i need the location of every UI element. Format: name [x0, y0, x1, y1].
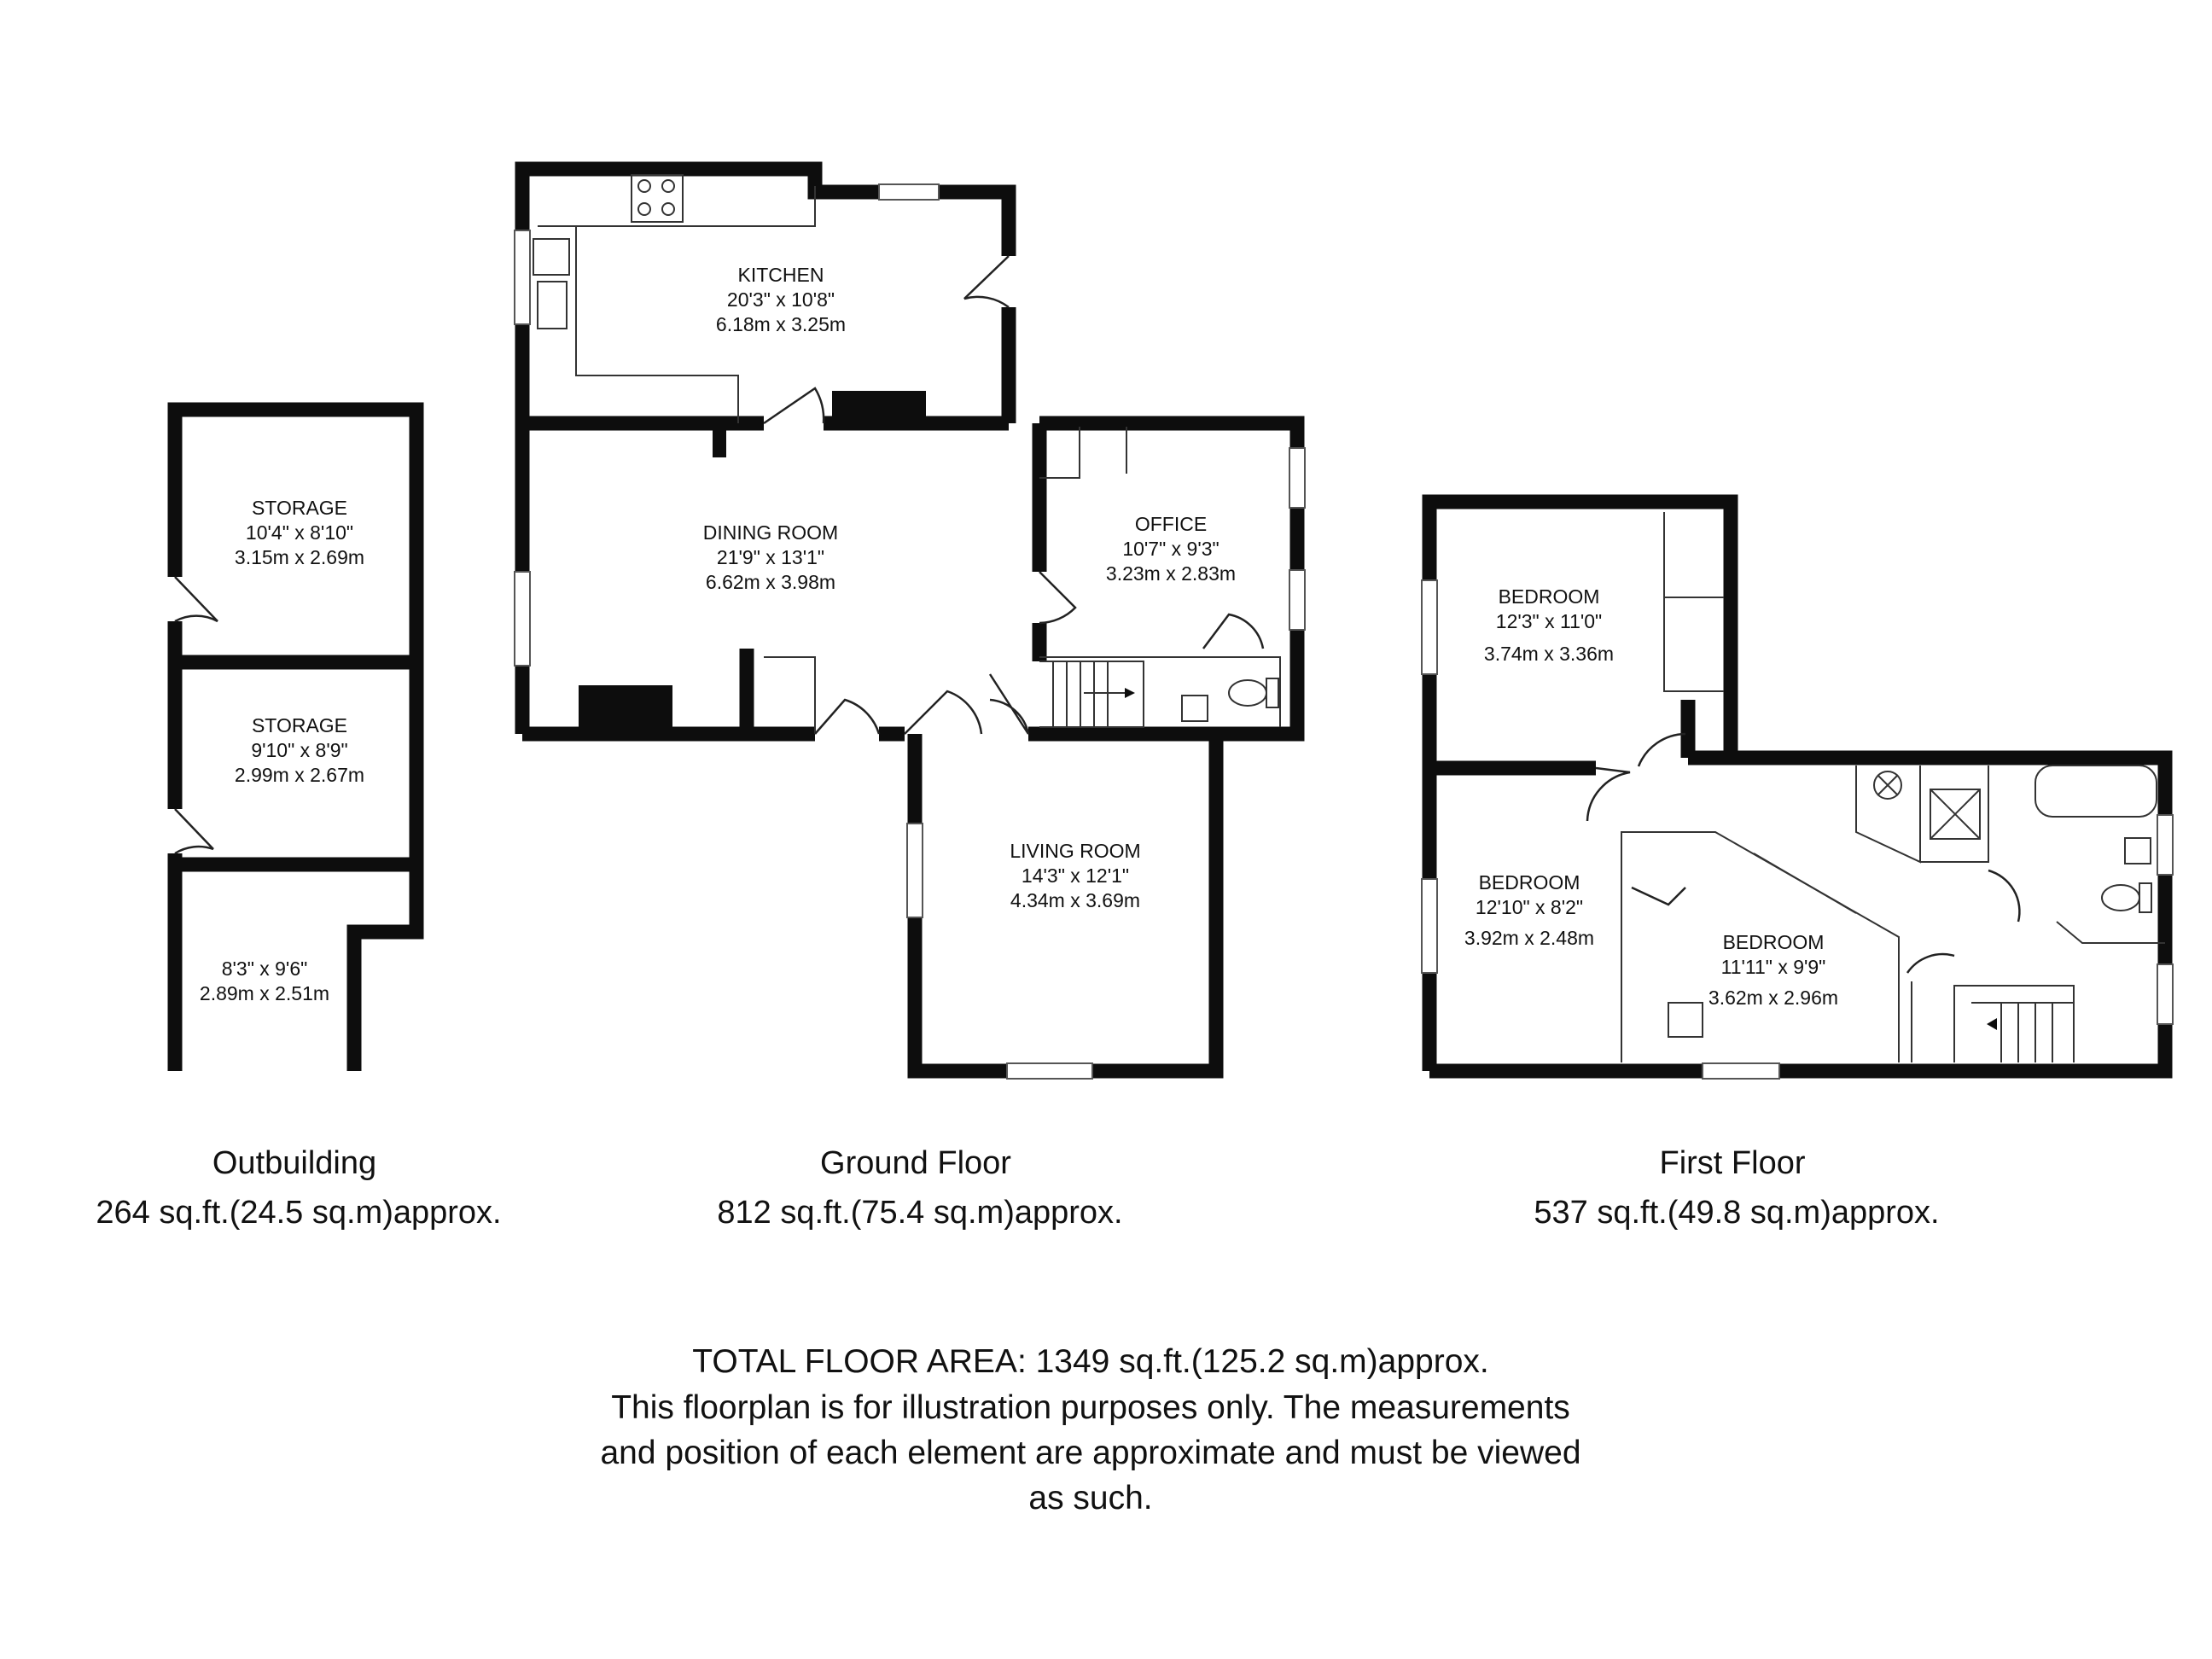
door-icon — [1586, 766, 1631, 822]
dining-room-name: DINING ROOM — [703, 521, 838, 544]
bath-icon — [2034, 765, 2157, 818]
living-room-metric: 4.34m x 3.69m — [1010, 889, 1140, 911]
door-icon — [174, 576, 218, 622]
office-metric: 3.23m x 2.83m — [1106, 562, 1236, 585]
outbuilding-caption: Outbuilding — [212, 1145, 376, 1181]
outbuilding-storage-1-imperial: 10'4" x 8'10" — [246, 521, 353, 544]
bedroom-3-imperial: 11'11" x 9'9" — [1721, 956, 1826, 978]
door-icon — [988, 673, 1030, 735]
door-icon — [904, 690, 983, 735]
window-icon — [878, 183, 940, 201]
office-name: OFFICE — [1135, 513, 1207, 535]
window-icon — [906, 823, 923, 918]
kitchen-imperial: 20'3" x 10'8" — [727, 288, 835, 311]
window-icon — [1421, 878, 1438, 974]
stairs-icon — [1971, 1002, 2074, 1062]
living-room-imperial: 14'3" x 12'1" — [1022, 864, 1129, 887]
door-icon — [814, 698, 881, 735]
kitchen-name: KITCHEN — [738, 264, 824, 286]
window-icon — [1702, 1062, 1780, 1080]
door-icon — [763, 387, 825, 425]
cylinder-icon — [1873, 771, 1902, 800]
window-icon — [514, 571, 531, 667]
stairs-icon — [1039, 661, 1144, 728]
total-floor-area: TOTAL FLOOR AREA: 1349 sq.ft.(125.2 sq.m… — [692, 1343, 1489, 1380]
living-room-name: LIVING ROOM — [1010, 840, 1140, 862]
outbuilding-storage-2-imperial: 9'10" x 8'9" — [251, 739, 347, 761]
fireplace — [579, 685, 672, 734]
door-icon — [174, 808, 214, 850]
outbuilding-storage-2-name: STORAGE — [252, 714, 347, 736]
door-icon — [1039, 571, 1077, 625]
bedroom-2-imperial: 12'10" x 8'2" — [1476, 896, 1583, 918]
window-icon — [1289, 569, 1306, 631]
door-icon — [1631, 886, 1686, 906]
ground-floor-plan — [514, 161, 1306, 1080]
window-icon — [1289, 447, 1306, 509]
bedroom-3-name: BEDROOM — [1723, 931, 1825, 953]
office-imperial: 10'7" x 9'3" — [1122, 538, 1219, 560]
outbuilding-storage-1-name: STORAGE — [252, 497, 347, 519]
outbuilding-room-3-imperial: 8'3" x 9'6" — [222, 958, 308, 980]
first-floor-caption: First Floor — [1660, 1145, 1806, 1181]
hob-icon — [631, 174, 684, 223]
door-icon — [1637, 732, 1686, 767]
outbuilding-room-3-metric: 2.89m x 2.51m — [200, 982, 329, 1004]
toilet-icon — [2101, 882, 2152, 913]
bedroom-1-imperial: 12'3" x 11'0" — [1496, 610, 1602, 632]
disclaimer-line-3: as such. — [1028, 1480, 1152, 1516]
disclaimer-line-2: and position of each element are approxi… — [600, 1435, 1580, 1471]
basin-icon — [2124, 837, 2151, 864]
door-icon — [1906, 952, 1955, 974]
ground-floor-caption: Ground Floor — [820, 1145, 1011, 1181]
ground-floor-area: 812 sq.ft.(75.4 sq.m)approx. — [717, 1195, 1122, 1231]
bedroom-2-name: BEDROOM — [1479, 871, 1580, 894]
outbuilding-storage-1-metric: 3.15m x 2.69m — [235, 546, 364, 568]
bedroom-2-metric: 3.92m x 2.48m — [1464, 927, 1594, 949]
kitchen-metric: 6.18m x 3.25m — [716, 313, 846, 335]
disclaimer-line-1: This floorplan is for illustration purpo… — [611, 1389, 1570, 1426]
window-icon — [2157, 963, 2174, 1025]
first-floor-plan — [1421, 494, 2174, 1080]
chimney-breast — [832, 391, 926, 423]
toilet-icon — [1228, 678, 1279, 708]
first-floor-area: 537 sq.ft.(49.8 sq.m)approx. — [1534, 1195, 1939, 1231]
door-icon — [1202, 613, 1265, 649]
sink-icon — [533, 238, 570, 329]
dining-room-metric: 6.62m x 3.98m — [706, 571, 835, 593]
window-icon — [514, 230, 531, 325]
window-icon — [2157, 814, 2174, 876]
bedroom-1-name: BEDROOM — [1499, 585, 1600, 608]
window-icon — [1421, 579, 1438, 675]
window-icon — [1006, 1062, 1093, 1080]
outbuilding-area: 264 sq.ft.(24.5 sq.m)approx. — [96, 1195, 501, 1231]
shower-icon — [1930, 789, 1981, 840]
outbuilding-plan — [167, 402, 424, 1071]
bedroom-1-metric: 3.74m x 3.36m — [1484, 643, 1614, 665]
door-icon — [963, 255, 1010, 309]
basin-icon — [1181, 695, 1208, 722]
skylight-icon — [1668, 1002, 1703, 1038]
outbuilding-storage-2-metric: 2.99m x 2.67m — [235, 764, 364, 786]
bedroom-3-metric: 3.62m x 2.96m — [1708, 987, 1838, 1009]
dining-room-imperial: 21'9" x 13'1" — [717, 546, 824, 568]
door-icon — [1988, 869, 2021, 923]
